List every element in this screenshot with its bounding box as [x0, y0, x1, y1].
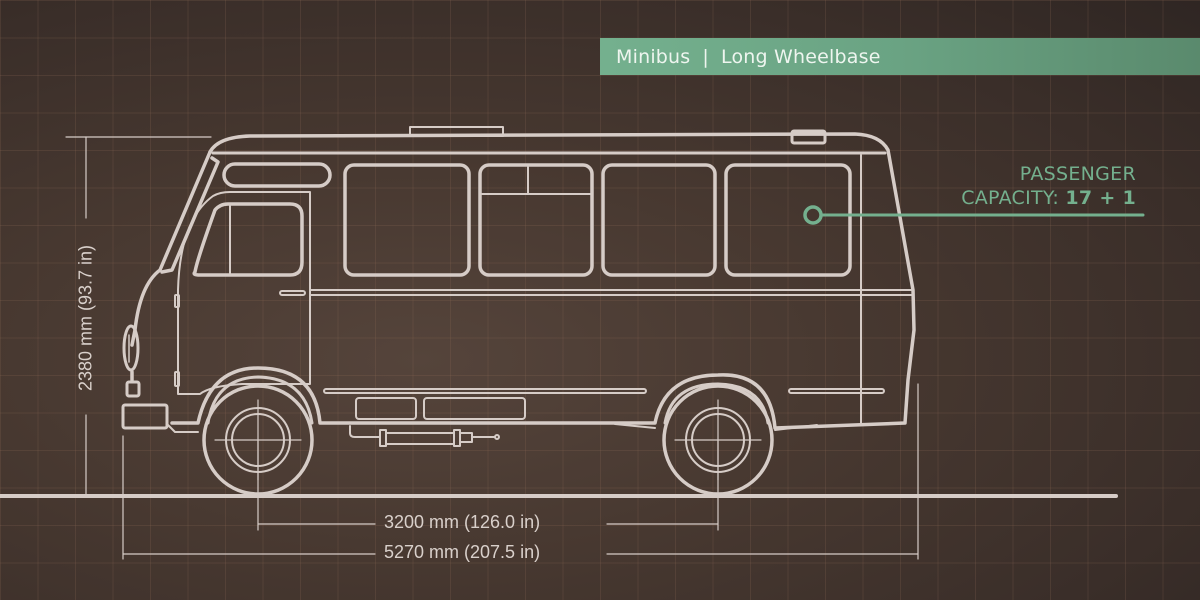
rear-wheel	[662, 384, 774, 496]
rear-wheel-arch	[663, 382, 770, 425]
vehicle-type-label: Minibus	[616, 45, 691, 68]
title-banner: Minibus | Long Wheelbase	[600, 38, 1200, 75]
belt-line	[310, 289, 913, 296]
roof-vent-front	[409, 126, 504, 137]
side-panel-small	[355, 397, 417, 420]
headlight	[122, 324, 140, 372]
length-dimension-lines	[122, 383, 919, 560]
upper-side-window	[222, 162, 332, 188]
wheelbase-dimension-label: 3200 mm (126.0 in)	[384, 512, 541, 532]
callout-line2: CAPACITY: 17 + 1	[961, 186, 1136, 210]
lower-rub-strip	[323, 388, 647, 394]
roof-vent-rear	[790, 129, 827, 145]
vehicle-variant-label: Long Wheelbase	[721, 45, 881, 68]
overall-length-dimension-label: 5270 mm (207.5 in)	[384, 542, 541, 562]
rear-rub-strip	[788, 388, 885, 394]
front-wheel-arch	[206, 375, 314, 425]
passenger-window-1	[343, 163, 471, 277]
callout-line1: PASSENGER	[1019, 163, 1136, 185]
passenger-window-4	[724, 163, 852, 277]
front-bumper	[121, 403, 169, 430]
passenger-window-3	[601, 163, 717, 277]
passenger-capacity-callout: PASSENGER CAPACITY: 17 + 1	[961, 162, 1136, 210]
circle-marker-icon	[803, 205, 823, 225]
banner-separator: |	[702, 45, 710, 68]
fuel-tank	[349, 425, 500, 447]
front-door	[174, 191, 311, 395]
side-panel-large	[423, 397, 526, 420]
front-wheel	[202, 384, 314, 496]
passenger-window-2	[478, 163, 594, 277]
passenger-windows	[343, 163, 852, 277]
indicator-light	[125, 380, 141, 398]
height-dimension-label: 2380 mm (93.7 in)	[75, 244, 96, 392]
capacity-value: 17 + 1	[1065, 187, 1136, 209]
capacity-label: CAPACITY:	[961, 187, 1060, 209]
callout-leader	[803, 205, 1145, 225]
height-dimension-lines	[65, 136, 212, 497]
